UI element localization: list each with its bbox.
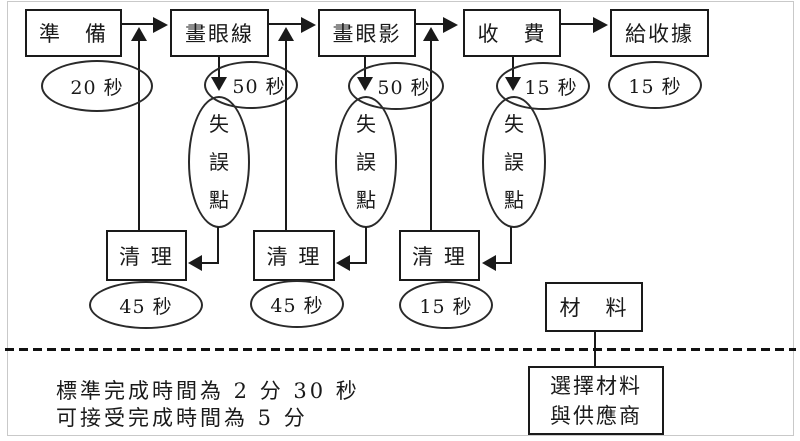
connector-line — [430, 40, 432, 230]
station-box-eyeliner: 畫眼線 — [170, 9, 269, 57]
arrow-right-icon — [301, 17, 316, 33]
arrow-right-icon — [153, 17, 168, 33]
connector-line — [561, 23, 595, 25]
station-box-preparation: 準 備 — [25, 9, 122, 57]
connector-line — [285, 40, 287, 230]
time-label: 50 秒 — [232, 75, 286, 98]
station-label: 準 備 — [39, 22, 108, 46]
time-oval-charge: 15 秒 — [496, 62, 590, 110]
error-point-label: 失誤點 — [356, 112, 376, 212]
station-box-give-receipt: 給收據 — [610, 9, 709, 57]
connector-line — [495, 262, 512, 264]
time-label: 15 秒 — [524, 76, 578, 99]
time-label: 15 秒 — [419, 295, 473, 318]
arrow-left-icon — [482, 255, 496, 271]
station-label: 給收據 — [625, 22, 694, 46]
time-label: 15 秒 — [628, 75, 682, 98]
cleanup-label: 清 理 — [412, 244, 467, 269]
material-selection-line1: 選擇材料 — [550, 373, 642, 398]
connector-line — [201, 262, 219, 264]
connector-line — [138, 40, 140, 230]
cleanup-time-oval-3: 15 秒 — [399, 281, 493, 329]
connector-line — [122, 23, 155, 25]
time-oval-preparation: 20 秒 — [41, 60, 153, 112]
time-label: 50 秒 — [377, 76, 431, 99]
arrow-up-icon — [131, 27, 147, 41]
time-label: 20 秒 — [70, 76, 124, 99]
arrow-up-icon — [278, 27, 294, 41]
note-acceptable-time: 可接受完成時間為 5 分 — [56, 406, 308, 430]
cleanup-time-oval-1: 45 秒 — [89, 281, 203, 329]
time-oval-receipt: 15 秒 — [608, 61, 702, 109]
time-oval-eyeliner: 50 秒 — [204, 61, 298, 109]
station-box-eyeshadow: 畫眼影 — [318, 9, 416, 57]
station-label: 畫眼影 — [332, 22, 402, 46]
error-point-oval-1: 失誤點 — [188, 96, 250, 228]
material-selection-line2: 與供應商 — [550, 403, 642, 428]
cleanup-label: 清 理 — [119, 244, 174, 269]
time-label: 45 秒 — [270, 294, 324, 317]
time-label: 45 秒 — [119, 295, 173, 318]
cleanup-box-3: 清 理 — [399, 230, 480, 281]
arrow-right-icon — [443, 17, 458, 33]
cleanup-box-1: 清 理 — [106, 230, 187, 281]
materials-box: 材 料 — [545, 282, 643, 332]
cleanup-time-oval-2: 45 秒 — [250, 280, 344, 328]
arrow-right-icon — [593, 17, 608, 33]
time-oval-eyeshadow: 50 秒 — [348, 62, 444, 110]
arrow-left-icon — [188, 255, 202, 271]
cleanup-label: 清 理 — [266, 244, 322, 269]
connector-line — [269, 23, 303, 25]
error-point-label: 失誤點 — [504, 112, 524, 212]
arrow-up-icon — [423, 27, 439, 41]
note-standard-time: 標準完成時間為 2 分 30 秒 — [56, 379, 360, 403]
materials-label: 材 料 — [559, 296, 629, 320]
station-label: 畫眼線 — [185, 22, 254, 46]
error-point-oval-2: 失誤點 — [335, 96, 397, 228]
connector-line — [349, 262, 367, 264]
station-label: 收 費 — [477, 22, 547, 46]
connector-line — [365, 227, 367, 264]
error-point-label: 失誤點 — [209, 112, 229, 212]
connector-line — [510, 227, 512, 264]
connector-line — [217, 227, 219, 264]
connector-line — [416, 23, 445, 25]
station-box-charge-fee: 收 費 — [463, 9, 561, 57]
error-point-oval-3: 失誤點 — [482, 96, 546, 228]
cleanup-box-2: 清 理 — [253, 230, 335, 281]
arrow-left-icon — [336, 255, 350, 271]
material-selection-box: 選擇材料 與供應商 — [528, 366, 664, 435]
boundary-dashed-line — [5, 348, 796, 351]
